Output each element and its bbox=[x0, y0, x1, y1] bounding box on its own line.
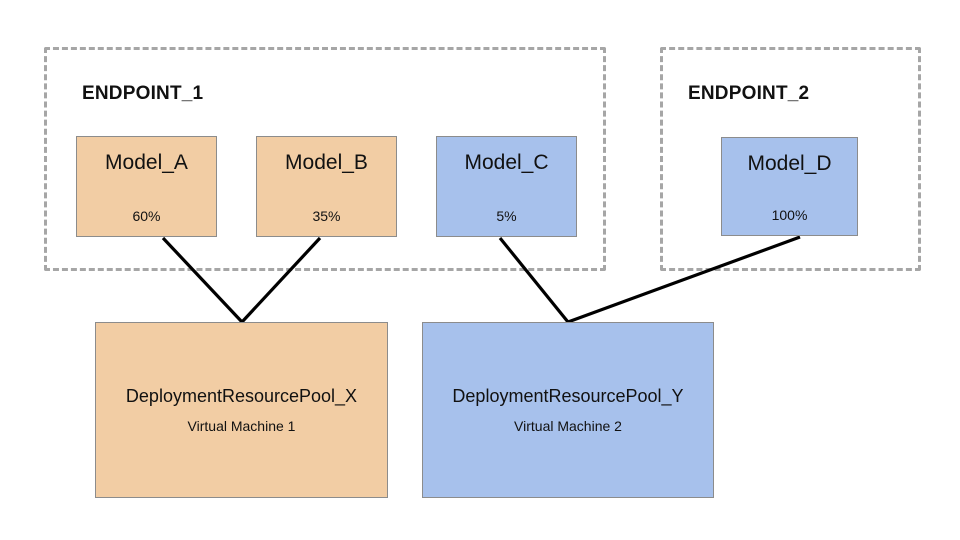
endpoint-2-label: ENDPOINT_2 bbox=[688, 83, 810, 104]
model-b-name: Model_B bbox=[285, 151, 368, 174]
deployment-resource-pool-x[interactable]: DeploymentResourcePool_X Virtual Machine… bbox=[95, 322, 388, 498]
model-box-c[interactable]: Model_C 5% bbox=[436, 136, 577, 237]
pool-x-name: DeploymentResourcePool_X bbox=[125, 386, 358, 406]
model-d-traffic-split: 100% bbox=[771, 207, 808, 223]
endpoint-group-1[interactable] bbox=[44, 47, 606, 271]
deployment-resource-pool-y[interactable]: DeploymentResourcePool_Y Virtual Machine… bbox=[422, 322, 714, 498]
pool-y-name: DeploymentResourcePool_Y bbox=[452, 386, 684, 406]
model-d-name: Model_D bbox=[747, 152, 832, 175]
model-c-traffic-split: 5% bbox=[496, 208, 517, 224]
model-box-a[interactable]: Model_A 60% bbox=[76, 136, 217, 237]
endpoint-1-label: ENDPOINT_1 bbox=[82, 83, 204, 104]
model-a-name: Model_A bbox=[105, 151, 188, 174]
model-a-traffic-split: 60% bbox=[132, 208, 161, 224]
model-b-traffic-split: 35% bbox=[312, 208, 341, 224]
pool-y-machine: Virtual Machine 2 bbox=[514, 418, 622, 434]
model-box-b[interactable]: Model_B 35% bbox=[256, 136, 397, 237]
model-c-name: Model_C bbox=[464, 151, 549, 174]
pool-x-machine: Virtual Machine 1 bbox=[187, 418, 296, 434]
model-box-d[interactable]: Model_D 100% bbox=[721, 137, 858, 236]
